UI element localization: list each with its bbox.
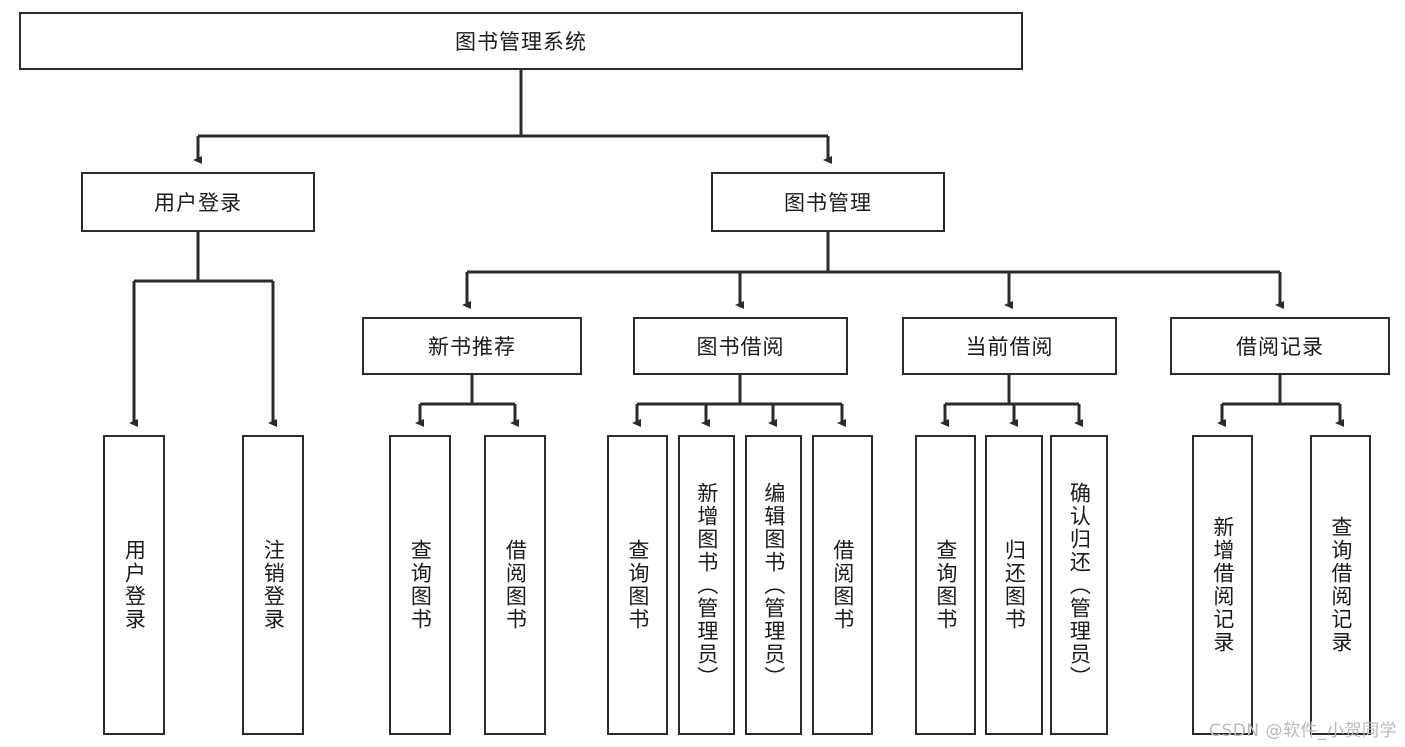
node-new-book-rec[interactable]: 新书推荐 — [362, 317, 582, 375]
node-leaf-query-book-rec[interactable]: 查询图书 — [389, 435, 451, 735]
node-leaf-logout[interactable]: 注销登录 — [242, 435, 304, 735]
node-leaf-return-book-label: 归还图书 — [1002, 539, 1027, 631]
node-new-book-rec-label: 新书推荐 — [428, 335, 516, 359]
node-leaf-user-login-label: 用户登录 — [122, 539, 147, 631]
node-leaf-add-record[interactable]: 新增借阅记录 — [1192, 435, 1253, 735]
node-borrow-record-label: 借阅记录 — [1236, 335, 1324, 359]
node-current-borrow[interactable]: 当前借阅 — [902, 317, 1117, 375]
node-leaf-borrow-book[interactable]: 借阅图书 — [812, 435, 873, 735]
node-leaf-return-book[interactable]: 归还图书 — [985, 435, 1043, 735]
node-root[interactable]: 图书管理系统 — [19, 12, 1023, 70]
watermark: CSDN @软件_小贺同学 — [1209, 721, 1397, 741]
node-leaf-borrow-book-rec[interactable]: 借阅图书 — [484, 435, 546, 735]
node-root-label: 图书管理系统 — [455, 30, 587, 54]
node-leaf-query-book-label: 查询图书 — [625, 539, 650, 631]
node-book-manage[interactable]: 图书管理 — [711, 172, 945, 232]
node-leaf-confirm-return-label: 确认归还（管理员） — [1067, 481, 1092, 689]
node-leaf-query-book-cur-label: 查询图书 — [933, 539, 958, 631]
node-leaf-logout-label: 注销登录 — [261, 539, 286, 631]
node-leaf-confirm-return[interactable]: 确认归还（管理员） — [1050, 435, 1108, 735]
node-current-borrow-label: 当前借阅 — [965, 335, 1054, 359]
node-leaf-edit-book-label: 编辑图书（管理员） — [761, 481, 786, 689]
node-leaf-add-record-label: 新增借阅记录 — [1210, 516, 1235, 654]
node-leaf-add-book[interactable]: 新增图书（管理员） — [678, 435, 735, 735]
node-book-manage-label: 图书管理 — [784, 191, 872, 215]
node-leaf-query-book-cur[interactable]: 查询图书 — [915, 435, 976, 735]
node-user-login-label: 用户登录 — [154, 191, 242, 215]
node-leaf-user-login[interactable]: 用户登录 — [103, 435, 165, 735]
node-borrow-record[interactable]: 借阅记录 — [1170, 317, 1390, 375]
node-leaf-borrow-book-label: 借阅图书 — [830, 539, 855, 631]
node-leaf-borrow-book-rec-label: 借阅图书 — [503, 539, 528, 631]
node-leaf-query-book[interactable]: 查询图书 — [607, 435, 668, 735]
node-leaf-query-record-label: 查询借阅记录 — [1328, 516, 1353, 654]
node-user-login[interactable]: 用户登录 — [81, 172, 315, 232]
node-leaf-add-book-label: 新增图书（管理员） — [694, 481, 719, 689]
node-leaf-query-book-rec-label: 查询图书 — [408, 539, 433, 631]
node-book-borrow[interactable]: 图书借阅 — [633, 317, 848, 375]
node-leaf-query-record[interactable]: 查询借阅记录 — [1310, 435, 1371, 735]
node-leaf-edit-book[interactable]: 编辑图书（管理员） — [745, 435, 802, 735]
node-book-borrow-label: 图书借阅 — [696, 335, 785, 359]
